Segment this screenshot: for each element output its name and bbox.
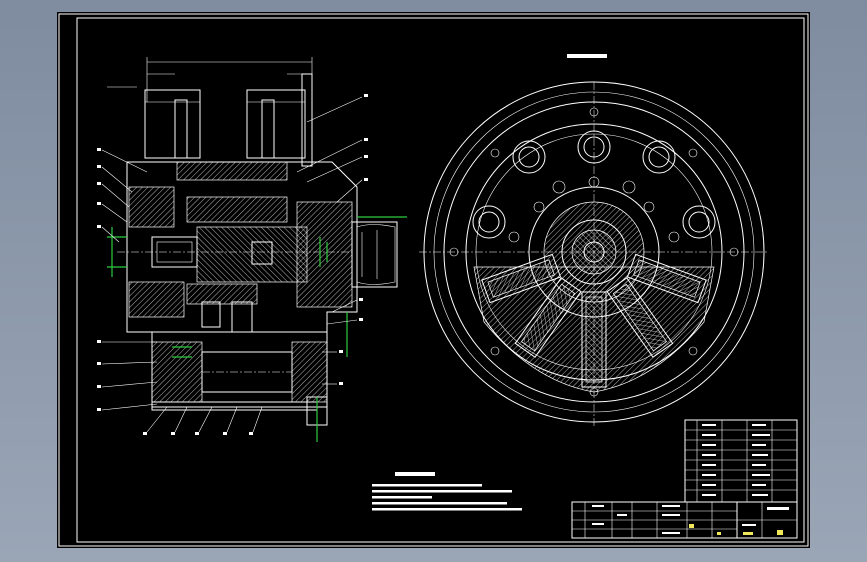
- title-block: [571, 501, 798, 539]
- drawing-sheet: [57, 12, 810, 548]
- front-view: [419, 54, 769, 427]
- inner-frame: [76, 17, 805, 543]
- outer-frame: [58, 13, 809, 547]
- drawing-canvas: [58, 13, 809, 547]
- cross-section-view: [97, 57, 407, 442]
- view-label: [567, 54, 607, 58]
- technical-notes: [372, 472, 522, 511]
- parts-list-table: [684, 419, 798, 503]
